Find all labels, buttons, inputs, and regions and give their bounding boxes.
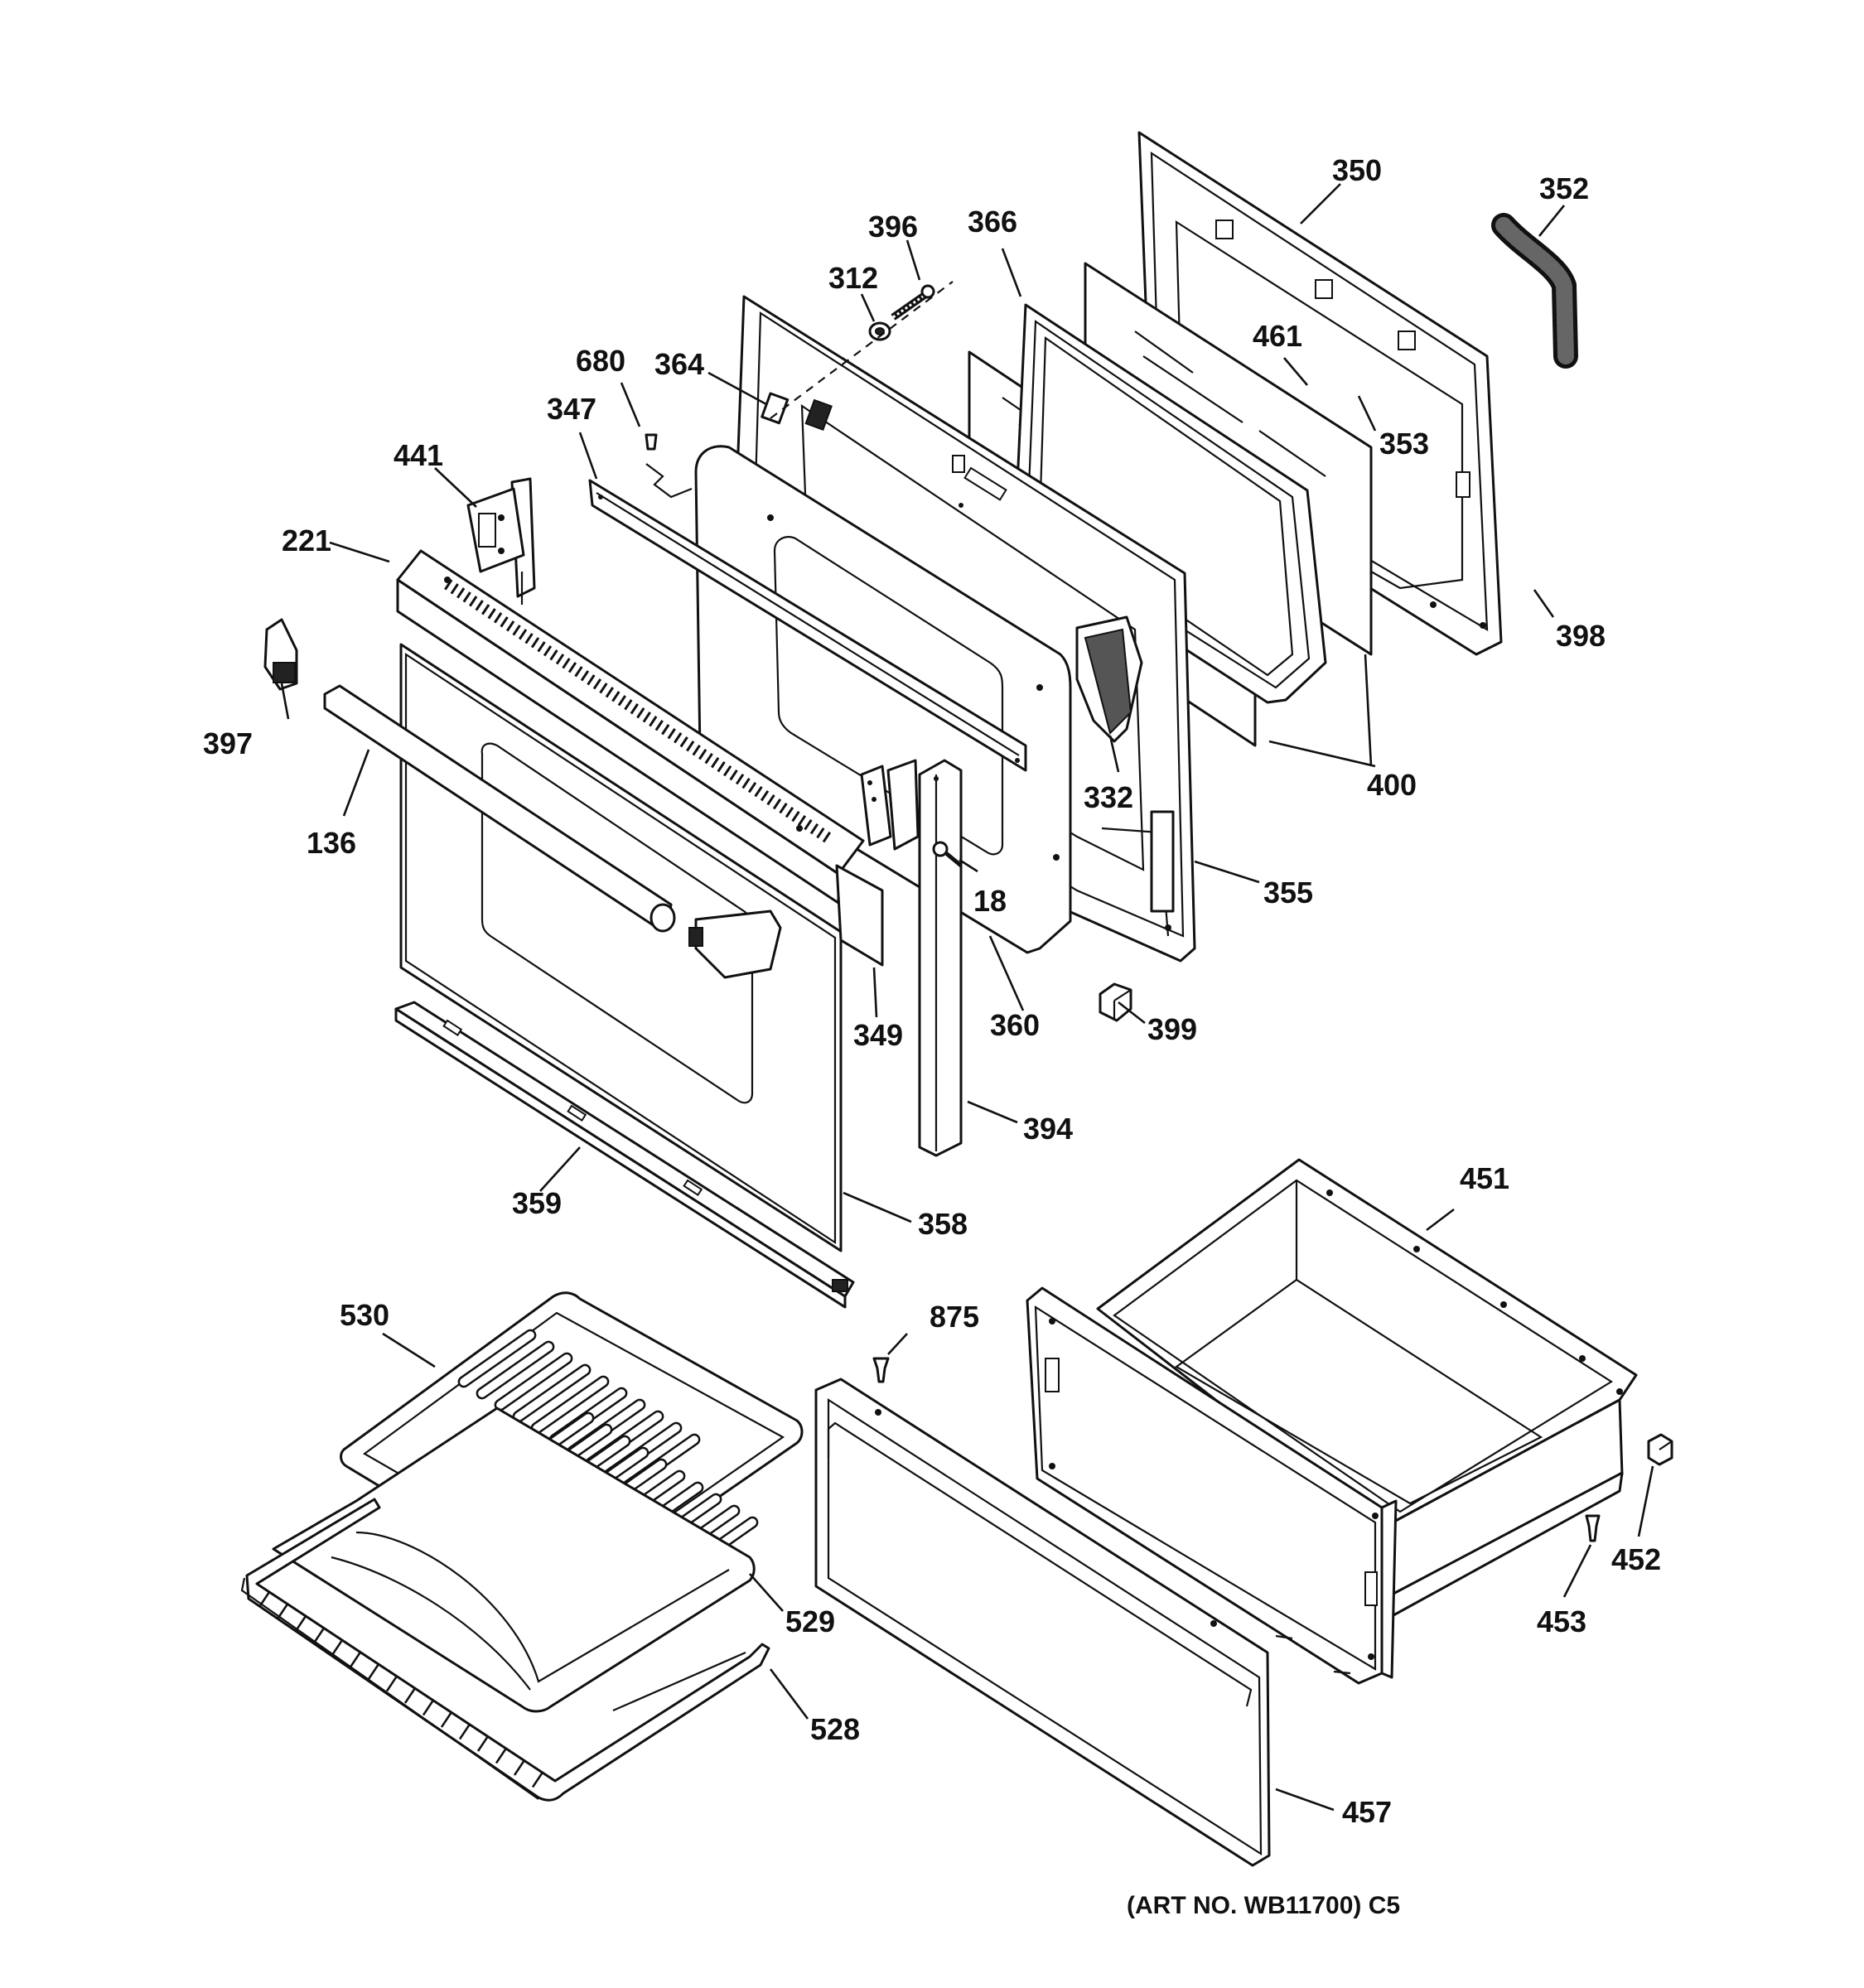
- callout-397: 397: [203, 726, 253, 760]
- callout-349: 349: [853, 1018, 903, 1052]
- part-handle-bracket: [688, 910, 782, 979]
- rack-wire: [422, 1699, 435, 1716]
- rack-wire: [276, 1603, 289, 1620]
- rack-wire: [440, 1711, 453, 1728]
- callout-452: 452: [1611, 1542, 1661, 1576]
- callout-680: 680: [576, 344, 625, 378]
- callout-399: 399: [1147, 1012, 1197, 1046]
- rack-wire: [294, 1615, 307, 1632]
- part-332-door-insulation: [1075, 615, 1143, 743]
- callout-labels: 350 352 396 366 312 461 680 364 353 347 …: [203, 153, 1661, 1829]
- rack-wire: [258, 1591, 271, 1608]
- part-221-vent-trim: [396, 549, 865, 905]
- part-680-screw: [645, 433, 658, 451]
- part-441-hinge: [466, 477, 536, 605]
- part-18-screw: [932, 841, 963, 867]
- part-397-handle-end-cap: [263, 618, 298, 691]
- rack-wire: [495, 1747, 508, 1764]
- callout-461: 461: [1253, 319, 1302, 353]
- callout-352: 352: [1539, 171, 1589, 205]
- part-396-screw: [891, 284, 935, 321]
- art-number: (ART NO. WB11700) C5: [1127, 1892, 1400, 1919]
- callout-457: 457: [1342, 1795, 1392, 1829]
- rack-wire: [403, 1687, 417, 1704]
- callout-353: 353: [1379, 427, 1429, 461]
- callout-332: 332: [1084, 780, 1133, 814]
- callout-394: 394: [1023, 1112, 1073, 1146]
- leader-lines: [280, 183, 1654, 1812]
- rack-wire: [476, 1735, 490, 1752]
- callout-136: 136: [307, 826, 356, 860]
- callout-360: 360: [990, 1008, 1040, 1042]
- part-352-door-gasket: [1491, 213, 1578, 369]
- part-875-screw: [872, 1357, 890, 1383]
- callout-528: 528: [810, 1712, 860, 1746]
- part-529-broiler-pan: [272, 1407, 756, 1713]
- part-360-inner-door-panel: [694, 445, 1072, 954]
- rack-wire: [367, 1663, 380, 1680]
- part-364-door-stop: [761, 392, 833, 431]
- callout-364: 364: [654, 347, 704, 381]
- callout-875: 875: [930, 1300, 979, 1334]
- callout-529: 529: [785, 1604, 835, 1638]
- callout-451: 451: [1460, 1161, 1509, 1195]
- rack-wire: [385, 1675, 398, 1692]
- callout-350: 350: [1332, 153, 1382, 187]
- callout-441: 441: [394, 438, 443, 472]
- callout-18: 18: [973, 884, 1007, 918]
- callout-312: 312: [828, 261, 878, 295]
- rack-wire: [349, 1651, 362, 1668]
- part-347-door-channel: [588, 479, 1027, 772]
- part-453-screw: [1585, 1514, 1601, 1542]
- callout-398: 398: [1556, 619, 1606, 653]
- part-136-door-handle: [323, 684, 676, 933]
- callout-400: 400: [1367, 768, 1417, 802]
- part-350-door-outer-panel: [1137, 131, 1503, 656]
- part-457-drawer-front: [814, 1378, 1271, 1867]
- callout-453: 453: [1537, 1604, 1586, 1638]
- part-312-washer: [868, 321, 891, 341]
- rack-wire: [458, 1723, 471, 1740]
- rack-wire: [513, 1759, 526, 1776]
- rack-wire: [331, 1639, 344, 1656]
- callout-530: 530: [340, 1298, 389, 1332]
- callout-359: 359: [512, 1186, 562, 1220]
- callout-221: 221: [282, 524, 331, 557]
- rack-wire: [312, 1627, 326, 1644]
- part-358-outer-door: [399, 643, 843, 1252]
- callout-355: 355: [1263, 876, 1313, 910]
- callout-366: 366: [968, 205, 1017, 239]
- callout-358: 358: [918, 1207, 968, 1241]
- rack-wire: [531, 1771, 544, 1788]
- part-drawer-side-panel: [1026, 1286, 1398, 1685]
- broiler-slot: [457, 1329, 537, 1388]
- broiler-slot: [476, 1340, 555, 1400]
- part-359-door-bottom-trim: [394, 1001, 855, 1309]
- part-452-bumper: [1647, 1433, 1673, 1466]
- callout-347: 347: [547, 392, 596, 426]
- part-399-bumper: [1099, 982, 1132, 1022]
- part-349-insulation-plate: [835, 864, 884, 967]
- part-528-oven-rack: [240, 1498, 770, 1802]
- callout-396: 396: [868, 210, 918, 244]
